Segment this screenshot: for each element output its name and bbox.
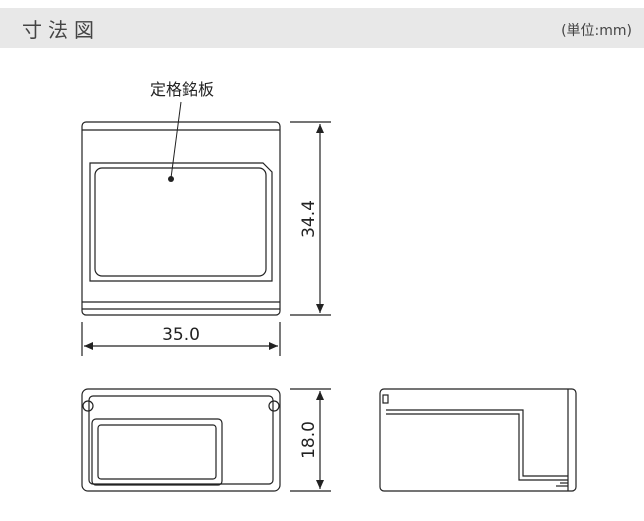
- width-dim-label: 35.0: [162, 325, 200, 345]
- height-dim-label: 34.4: [299, 200, 319, 238]
- side-body-outline: [379, 388, 577, 492]
- callout-dot: [168, 176, 174, 182]
- unit-label: (単位:mm): [561, 23, 632, 39]
- side-view: [379, 388, 577, 492]
- front-view: [81, 121, 281, 316]
- mount-hole-right: [268, 400, 280, 412]
- nameplate-recess: [89, 162, 273, 282]
- height-dimension: [290, 121, 331, 316]
- front-body-outline: [81, 121, 281, 316]
- header-bar: 寸法図 (単位:mm): [0, 8, 644, 48]
- page-title: 寸法図: [22, 18, 100, 42]
- bottom-body-outline: [81, 388, 281, 492]
- bottom-recess: [91, 418, 223, 486]
- bottom-view: [81, 388, 281, 492]
- callout-label: 定格銘板: [150, 80, 214, 99]
- depth-dim-label: 18.0: [299, 421, 319, 459]
- mount-hole-left: [82, 400, 94, 412]
- depth-dimension: [290, 388, 331, 492]
- side-step-profile: [386, 413, 568, 481]
- width-dimension: [81, 322, 281, 356]
- side-tab: [382, 394, 389, 404]
- nameplate: [94, 167, 267, 277]
- nameplate-callout: [168, 101, 182, 182]
